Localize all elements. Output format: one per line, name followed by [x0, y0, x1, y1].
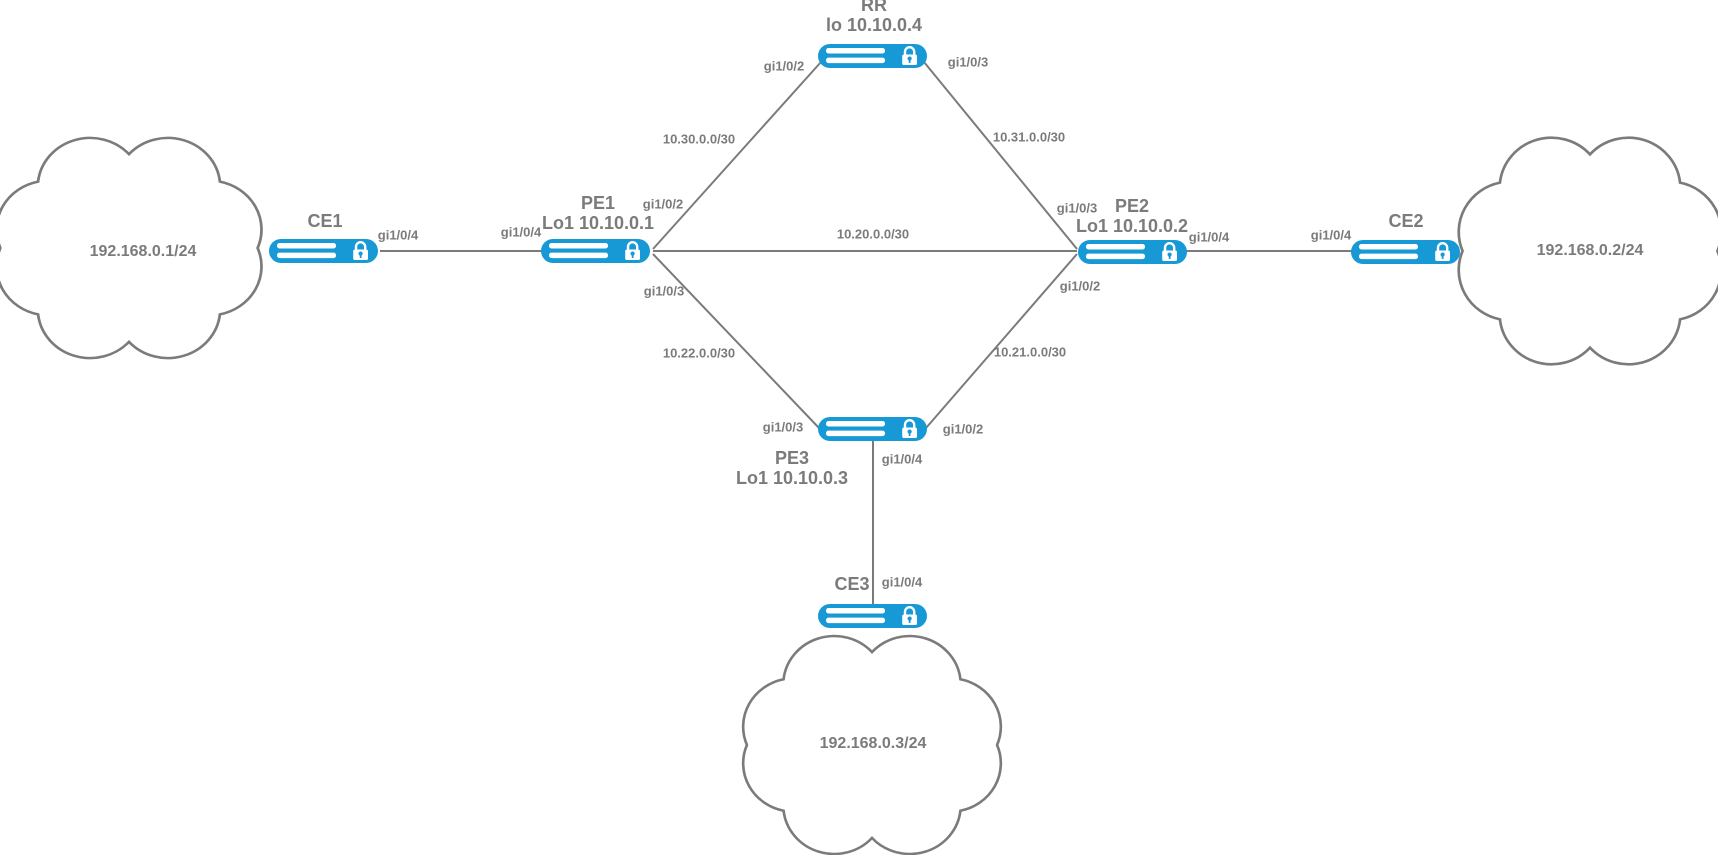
router-lock-icon [1077, 239, 1188, 265]
router-lock-icon [817, 43, 928, 69]
device-loopback: Lo1 10.10.0.3 [735, 467, 849, 488]
device-label-ce2: CE2 [1388, 211, 1424, 232]
iface-label-ce2-gi104: gi1/0/4 [1310, 227, 1352, 243]
iface-label-pe2-gi103: gi1/0/3 [1056, 200, 1098, 216]
router-rr[interactable] [817, 43, 928, 69]
subnet-label-pe1-pe3: 10.22.0.0/30 [662, 345, 736, 361]
iface-label-rr-gi103: gi1/0/3 [947, 54, 989, 70]
link-pe1-pe3[interactable] [652, 253, 820, 429]
router-pe1[interactable] [540, 238, 651, 264]
router-lock-icon [817, 416, 928, 442]
router-lock-icon [817, 603, 928, 629]
device-loopback: Lo1 10.10.0.1 [541, 212, 655, 233]
device-loopback: Lo1 10.10.0.2 [1075, 215, 1189, 236]
device-name: CE1 [307, 211, 343, 231]
device-name: PE3 [774, 448, 810, 468]
device-name: PE2 [1114, 196, 1150, 216]
cloud-label-bottom: 192.168.0.3/24 [819, 735, 927, 752]
device-name: RR [860, 0, 887, 15]
device-name: CE3 [834, 574, 870, 594]
iface-label-ce3-gi104: gi1/0/4 [881, 574, 923, 590]
iface-label-rr-gi102: gi1/0/2 [763, 58, 805, 74]
link-pe2-pe3[interactable] [925, 253, 1078, 429]
router-lock-icon [268, 238, 379, 264]
device-label-pe3: PE3 Lo1 10.10.0.3 [735, 448, 849, 489]
router-pe3[interactable] [817, 416, 928, 442]
iface-label-pe2-gi104: gi1/0/4 [1188, 229, 1230, 245]
iface-label-pe1-gi102: gi1/0/2 [642, 196, 684, 212]
cloud-label-right: 192.168.0.2/24 [1536, 242, 1644, 259]
iface-label-pe1-gi104: gi1/0/4 [500, 224, 542, 240]
router-pe2[interactable] [1077, 239, 1188, 265]
device-label-rr: RR lo 10.10.0.4 [826, 0, 922, 36]
iface-label-pe3-gi104: gi1/0/4 [881, 451, 923, 467]
device-label-pe2: PE2 Lo1 10.10.0.2 [1075, 196, 1189, 237]
router-ce3[interactable] [817, 603, 928, 629]
router-lock-icon [540, 238, 651, 264]
iface-label-pe1-gi103: gi1/0/3 [643, 283, 685, 299]
device-label-ce1: CE1 [307, 211, 343, 232]
iface-label-pe2-gi102: gi1/0/2 [1059, 278, 1101, 294]
iface-label-ce1-gi104: gi1/0/4 [377, 227, 419, 243]
device-label-pe1: PE1 Lo1 10.10.0.1 [541, 193, 655, 234]
device-label-ce3: CE3 [834, 574, 870, 595]
device-name: CE2 [1388, 211, 1424, 231]
device-name: PE1 [580, 193, 616, 213]
iface-label-pe3-gi103: gi1/0/3 [762, 419, 804, 435]
device-loopback: lo 10.10.0.4 [825, 14, 923, 35]
router-ce1[interactable] [268, 238, 379, 264]
subnet-label-rr-pe2: 10.31.0.0/30 [992, 129, 1066, 145]
subnet-label-pe1-pe2: 10.20.0.0/30 [836, 226, 910, 242]
iface-label-pe3-gi102: gi1/0/2 [942, 421, 984, 437]
router-ce2[interactable] [1350, 239, 1461, 265]
subnet-label-pe2-pe3: 10.21.0.0/30 [993, 344, 1067, 360]
router-lock-icon [1350, 239, 1461, 265]
subnet-label-pe1-rr: 10.30.0.0/30 [662, 131, 736, 147]
link-rr-pe2[interactable] [923, 61, 1078, 250]
cloud-label-left: 192.168.0.1/24 [89, 243, 197, 260]
link-pe1-rr[interactable] [652, 61, 822, 250]
links-group [380, 61, 1352, 604]
